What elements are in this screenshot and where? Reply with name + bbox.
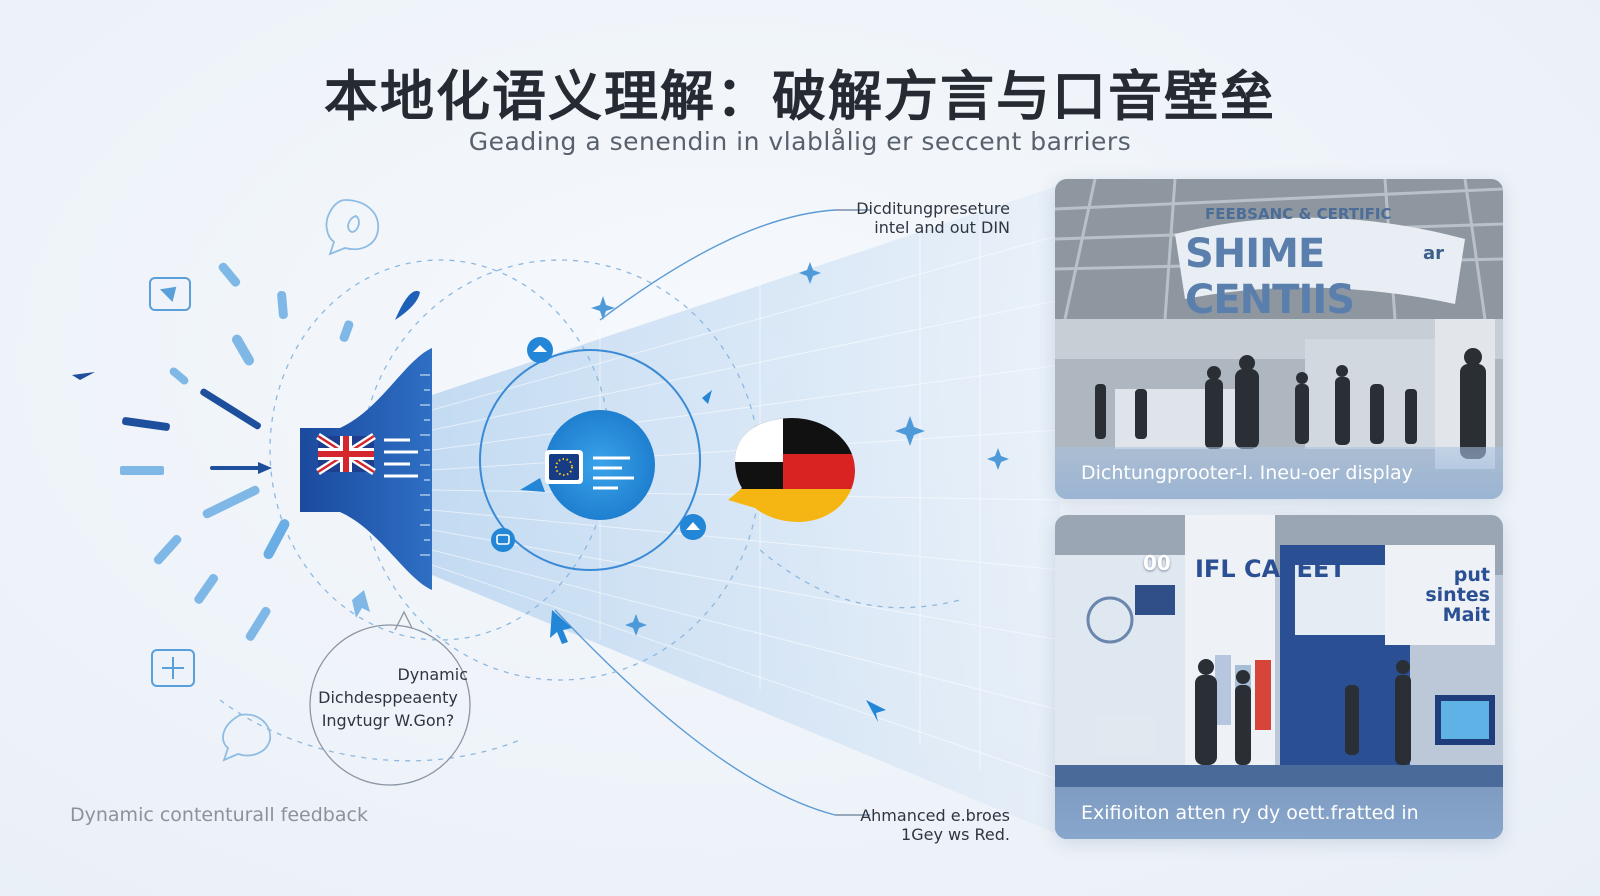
booth-sign-badge: ar	[1423, 243, 1445, 264]
callout-bubble	[309, 610, 471, 786]
booth-sign-left: IFL CAFEET	[1195, 555, 1346, 583]
callout-line: Dichdesppeaenty	[318, 688, 458, 707]
translation-orb	[479, 349, 701, 571]
callout-line: Dynamic	[397, 665, 468, 684]
page-subtitle: Geading a senendin in vlablålig er secce…	[468, 127, 1132, 156]
sign-line: put	[1453, 564, 1490, 586]
chat-bubble-icon	[149, 277, 191, 311]
sparkle-icon	[591, 262, 1009, 636]
callout-bottom-right: Ahmanced e.broes 1Gey ws Red.	[760, 806, 1010, 844]
panel-caption: Exifioiton atten ry dy oett.fratted in	[1055, 787, 1503, 839]
uk-flag-icon	[316, 433, 376, 475]
photo-panel-top: FEEBSANC & CERTIFIC SHIME CENTIIS ar Dic…	[1055, 179, 1503, 499]
sign-line: sintes	[1425, 584, 1490, 606]
photo-panel-bottom: IFL CAFEET 00 put sintes Mait Exifioiton…	[1055, 515, 1503, 839]
sign-line: Mait	[1442, 604, 1490, 626]
cursor-arrow-icon	[352, 390, 886, 722]
sound-wave-marks	[72, 262, 420, 641]
callout-line: Dicditungpreseture	[856, 199, 1010, 218]
chat-bubble-icon	[527, 337, 553, 363]
booth-sign-large: SHIME CENTIIS	[1185, 231, 1355, 323]
chat-bubble-icon	[325, 199, 379, 256]
german-flag-speech-icon	[728, 418, 855, 522]
orb-text-lines	[593, 456, 634, 490]
eu-flag-icon	[545, 450, 583, 484]
booth-sign-number: 00	[1143, 551, 1171, 575]
light-beam	[431, 185, 1061, 835]
booth-sign-small: FEEBSANC & CERTIFIC	[1205, 205, 1392, 223]
callout-line: Ahmanced e.broes	[860, 806, 1010, 825]
callout-top-right: Dicditungpreseture intel and out DIN	[760, 199, 1010, 237]
booth-sign-right: put sintes Mait	[1400, 565, 1490, 625]
callout-line: Ingvtugr W.Gon?	[321, 711, 455, 730]
chat-bubble-icon	[680, 514, 706, 540]
callout-line: 1Gey ws Red.	[901, 825, 1010, 844]
chat-bubble-icon	[491, 528, 515, 552]
callout-bubble-text: Dynamic Dichdesppeaenty Ingvtugr W.Gon?	[298, 663, 478, 732]
plus-icon	[151, 649, 195, 687]
chat-bubble-icon	[222, 713, 271, 762]
callout-line: intel and out DIN	[874, 218, 1010, 237]
footer-note: Dynamic contenturall feedback	[70, 804, 368, 826]
connector-lines	[554, 209, 870, 816]
panel-caption: Dichtungprooter-l. Ineu-oer display	[1055, 447, 1503, 499]
page-title: 本地化语义理解：破解方言与口音壁垒	[324, 65, 1276, 128]
